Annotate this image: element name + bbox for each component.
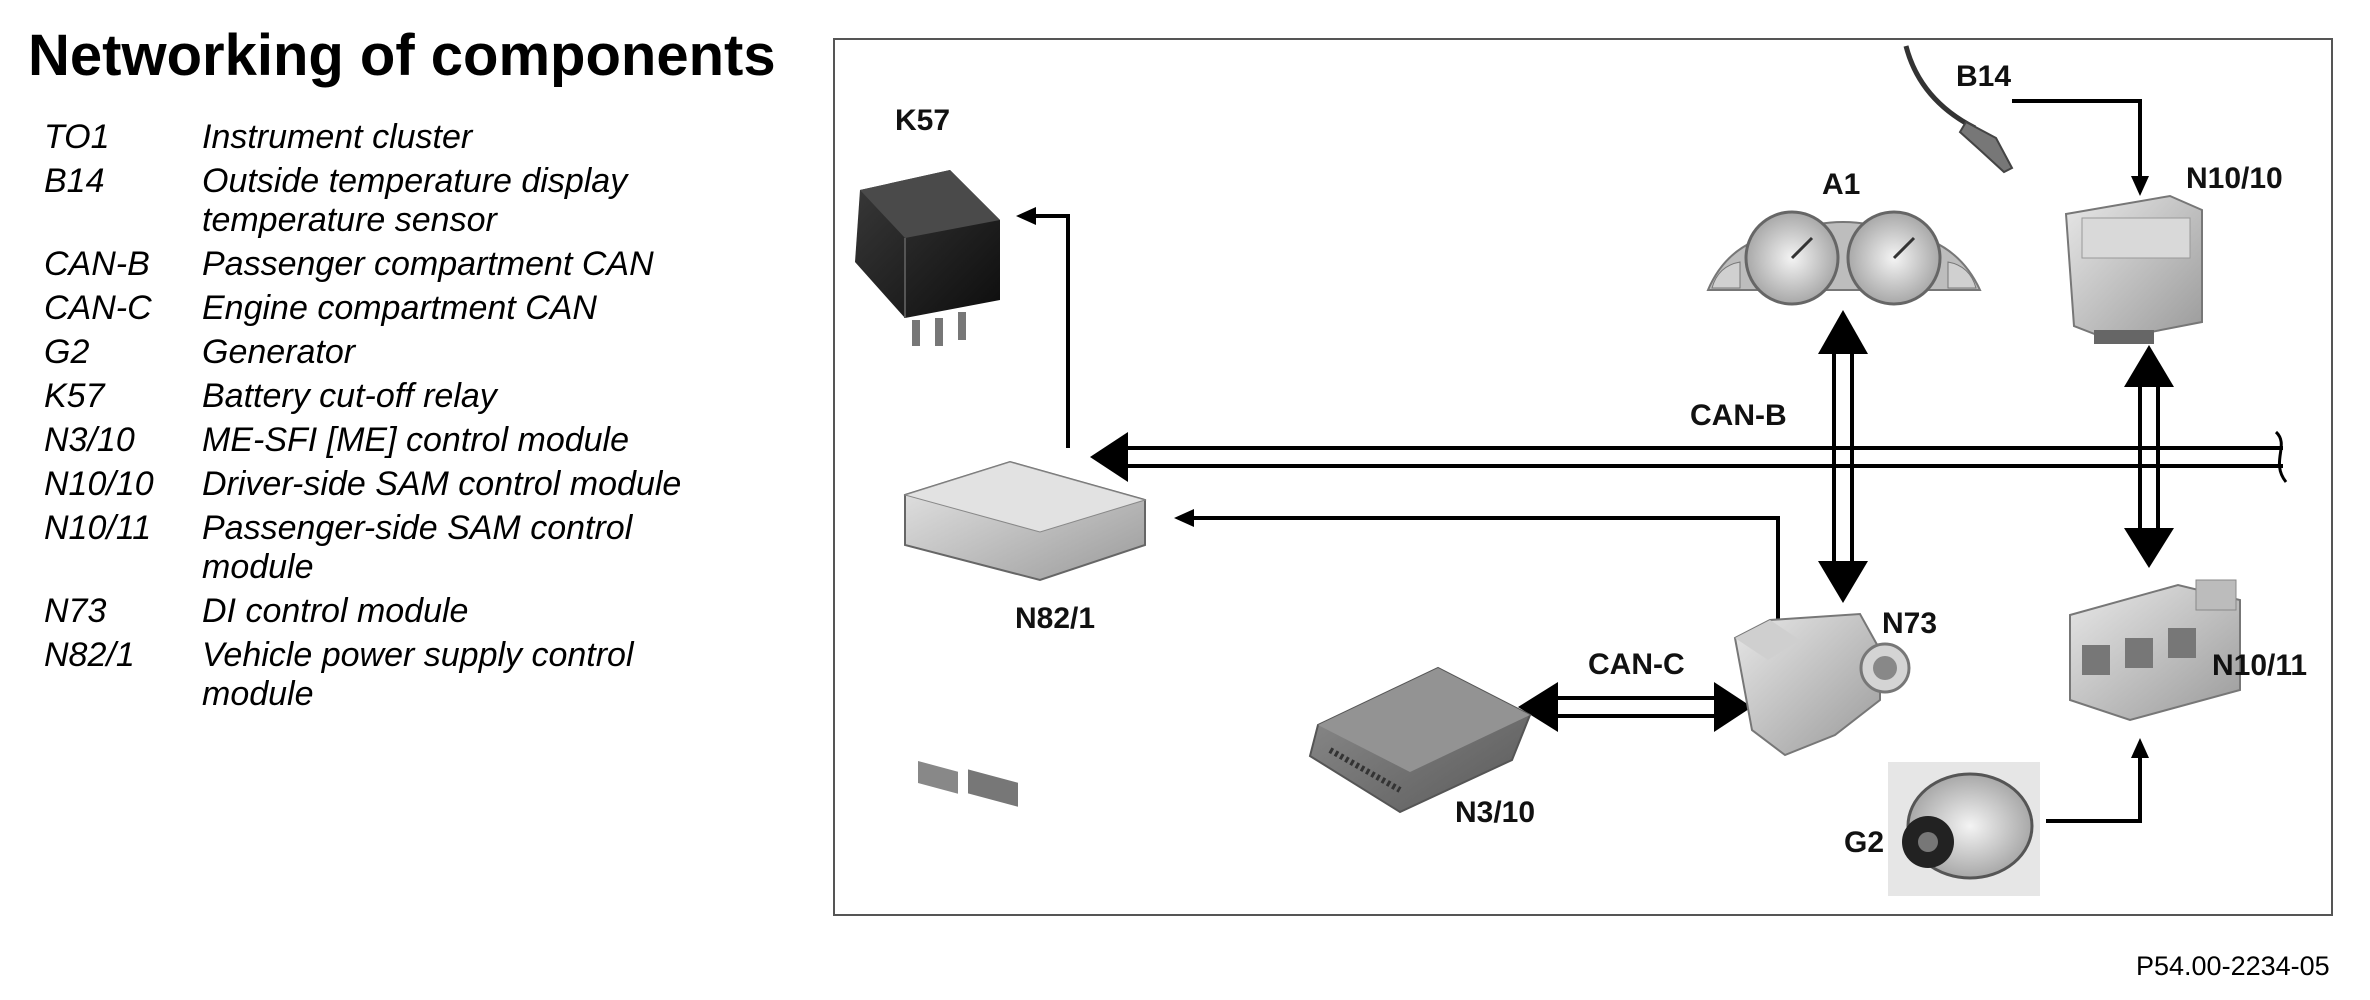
legend-code: TO1 (44, 118, 110, 156)
a1-label: A1 (1822, 168, 1860, 201)
legend-item: CAN-C Engine compartment CAN (44, 289, 804, 328)
k57-label: K57 (895, 104, 950, 137)
legend-code: G2 (44, 333, 90, 371)
figure-reference: P54.00-2234-05 (2136, 951, 2330, 981)
legend-code: N10/11 (44, 509, 152, 547)
legend-item: TO1 Instrument cluster (44, 118, 804, 157)
k57-relay-image (855, 170, 1000, 346)
legend-desc: Battery cut-off relay (202, 377, 497, 415)
legend-item: K57 Battery cut-off relay (44, 377, 804, 416)
legend-desc: Driver-side SAM control module (202, 465, 682, 503)
legend-item: N3/10 ME-SFI [ME] control module (44, 421, 804, 460)
legend-item: N73 DI control module (44, 592, 804, 631)
legend-code: CAN-C (44, 289, 152, 327)
can-c-bus (1518, 682, 1752, 732)
network-diagram (833, 38, 2333, 916)
legend-code: N82/1 (44, 636, 135, 674)
can-b-bus (1090, 430, 2288, 483)
n82-1-module-image (903, 460, 1147, 807)
legend-item: N10/10 Driver-side SAM control module (44, 465, 804, 504)
legend-desc: Generator (202, 333, 356, 371)
legend-code: N10/10 (44, 465, 154, 503)
page-title: Networking of components (28, 23, 776, 88)
legend-code: N3/10 (44, 421, 135, 459)
b14-label: B14 (1956, 60, 2011, 93)
legend-desc: Passenger compartment CAN (202, 245, 654, 283)
b14-sensor-image (1903, 45, 2014, 174)
g2-generator-image (1888, 762, 2040, 896)
legend-desc: DI control module (202, 592, 469, 630)
n10-link (2124, 345, 2174, 568)
n10-10-module-image (2064, 194, 2203, 344)
n73-to-n82-line (1174, 509, 1780, 622)
n10-10-label: N10/10 (2186, 162, 2283, 195)
legend-desc: ME-SFI [ME] control module (202, 421, 630, 459)
legend-item: CAN-B Passenger compartment CAN (44, 245, 804, 284)
can-c-label: CAN-C (1588, 648, 1685, 681)
n82-to-k57-line (1016, 207, 1070, 448)
legend-code: B14 (44, 162, 105, 200)
can-b-label: CAN-B (1690, 399, 1787, 432)
n73-module-image (1733, 612, 1911, 757)
legend-code: K57 (44, 377, 105, 415)
n3-10-ecu-image (1308, 666, 1532, 814)
n10-11-label: N10/11 (2212, 649, 2307, 682)
a1-instrument-cluster-image (1706, 210, 1982, 306)
a1-n73-link (1818, 310, 1868, 603)
legend: TO1 Instrument cluster B14 Outside tempe… (44, 118, 804, 719)
legend-item: N82/1 Vehicle power supply control modul… (44, 636, 804, 714)
legend-desc: Vehicle power supply control module (202, 636, 634, 713)
b14-to-n10-10-line (2012, 99, 2149, 196)
n10-11-module-image (2069, 579, 2241, 722)
legend-desc: Outside temperature display temperature … (202, 162, 628, 239)
legend-code: N73 (44, 592, 107, 630)
g2-to-n10-11-line (2046, 738, 2149, 823)
n3-10-label: N3/10 (1455, 796, 1535, 829)
legend-item: N10/11 Passenger-side SAM control module (44, 509, 804, 587)
n73-label: N73 (1882, 607, 1937, 640)
g2-label: G2 (1844, 826, 1884, 859)
legend-desc: Instrument cluster (202, 118, 473, 156)
legend-desc: Passenger-side SAM control module (202, 509, 633, 586)
legend-item: B14 Outside temperature display temperat… (44, 162, 804, 240)
legend-item: G2 Generator (44, 333, 804, 372)
legend-desc: Engine compartment CAN (202, 289, 597, 327)
legend-code: CAN-B (44, 245, 150, 283)
n82-1-label: N82/1 (1015, 602, 1095, 635)
